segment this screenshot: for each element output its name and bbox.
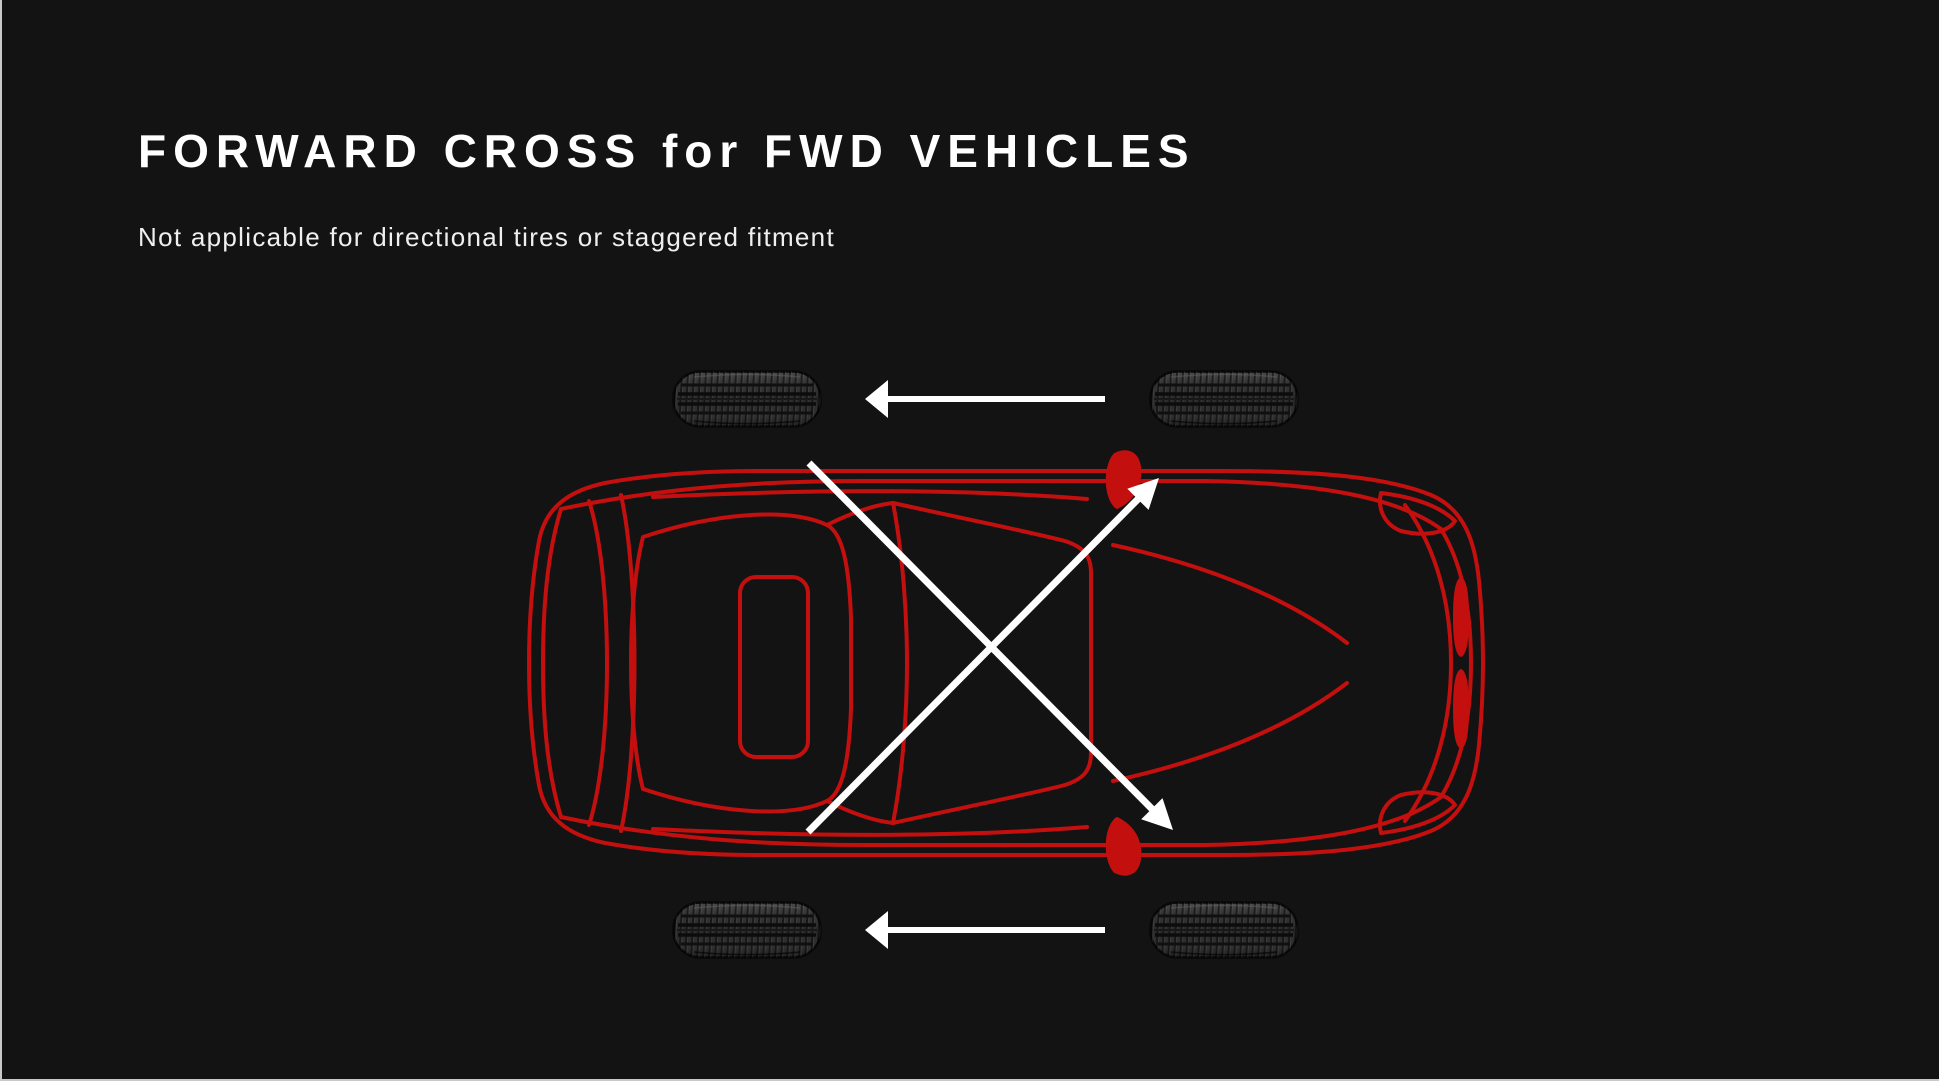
tire-bottom-right: [1149, 901, 1299, 959]
arrow-bottom-straight: [865, 911, 1105, 949]
car-sunroof: [738, 575, 810, 759]
car-body-outline: [527, 469, 1485, 857]
car-roof-rail-top: [651, 489, 1089, 501]
car-top-view-outline: [527, 450, 1485, 876]
car-rear-bumper-line: [541, 507, 563, 819]
car-front-line-2: [1403, 503, 1453, 823]
car-windshield: [891, 501, 1093, 825]
tire-bottom-left: [672, 901, 822, 959]
car-inner-line-bottom: [559, 795, 1443, 847]
tire-top-left: [672, 370, 822, 428]
car-hood-crease-top: [1111, 543, 1349, 645]
car-trunk-line-1: [587, 499, 609, 827]
car-trunk-line-2: [619, 493, 637, 833]
car-grille-lower: [1453, 669, 1469, 749]
car-pillar-bottom: [825, 799, 895, 825]
arrow-top-straight: [865, 380, 1105, 418]
car-headlight-bottom: [1378, 790, 1457, 835]
car-mirror-bottom: [1105, 817, 1142, 876]
car-hood-crease-bottom: [1111, 681, 1349, 783]
car-grille-upper: [1453, 577, 1469, 657]
tire-top-right: [1149, 370, 1299, 428]
car-mirror-top: [1105, 450, 1142, 509]
car-headlight-top: [1378, 491, 1457, 536]
page-subtitle: Not applicable for directional tires or …: [138, 222, 835, 252]
car-front-line-1: [1439, 527, 1473, 799]
page-title: FORWARD CROSS for FWD VEHICLES: [138, 125, 1196, 177]
car-pillar-top: [825, 501, 895, 527]
car-roof-rail-bottom: [651, 825, 1089, 837]
